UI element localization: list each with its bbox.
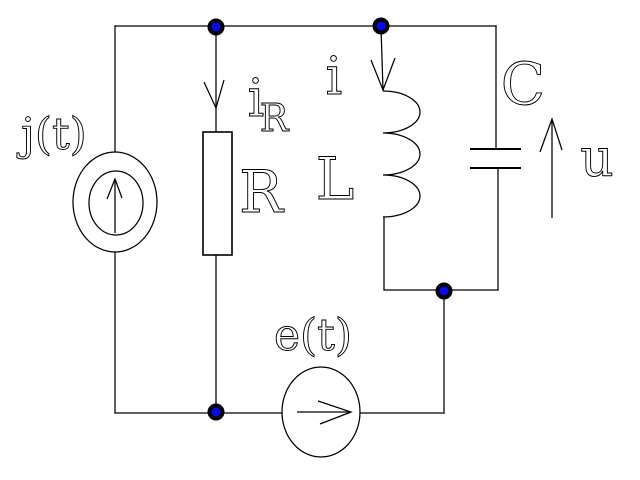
inductor-symbol [382,90,421,218]
resistor-symbol [202,131,233,256]
current-source-symbol [72,151,158,253]
current-source-outer-circle [72,151,158,253]
connection-nodes [207,17,453,421]
connection-node-top-right [372,17,390,35]
inductor-coil [382,90,421,218]
wire-inductor-top [380,26,384,91]
resistor-body [202,131,233,256]
current-source-arrowhead-icon [106,177,123,200]
capacitor-symbol [470,148,521,169]
inductor-current-arrow-icon [370,57,396,92]
circuit-drawing: j(t) i R R i L C u e(t) [16,17,615,458]
current-source-label: j(t) [16,109,87,160]
resistor-current-label: i [248,69,265,129]
voltage-label: u [580,129,614,189]
capacitor-label: C [501,50,545,118]
resistor-label: R [239,158,285,226]
inductor-current-label: i [326,47,343,107]
resistor-current-subscript: R [260,96,290,140]
inductor-label: L [316,145,355,213]
current-source-inner-circle [88,170,144,236]
voltage-source-circle [281,366,361,458]
connection-node-middle-right [435,282,453,300]
resistor-current-arrow-icon [203,79,225,110]
voltage-source-arrowhead-icon [317,400,353,425]
wires [114,25,499,414]
voltage-arrowhead-icon [539,117,563,153]
voltage-source-symbol [281,366,361,458]
voltage-arrow [539,117,563,218]
connection-node-bottom-left [207,403,225,421]
voltage-source-label: e(t) [274,310,352,361]
connection-node-top-left [207,18,225,36]
labels: j(t) i R R i L C u e(t) [16,47,615,362]
